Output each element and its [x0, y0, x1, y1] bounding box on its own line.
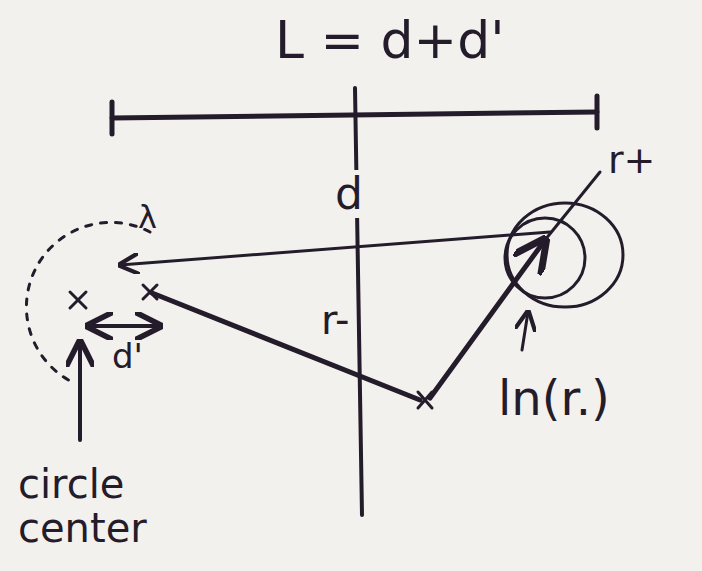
center-cross	[70, 292, 86, 308]
inner-circle	[505, 218, 585, 298]
offset-arrow	[88, 324, 160, 328]
sketch-label: λ	[138, 200, 157, 235]
dimension-tick	[110, 102, 115, 134]
sketch-label: ln(r.)	[498, 372, 610, 425]
r-minus-line	[152, 293, 420, 400]
dimension-tick	[595, 96, 600, 128]
pointer-arrow	[522, 312, 528, 350]
sketch-label: r+	[608, 140, 655, 182]
sketch-label: L = d+d'	[275, 12, 504, 69]
image-circle	[26, 222, 150, 382]
sketch-label: d	[332, 170, 366, 218]
pointer-arrow	[78, 342, 82, 440]
mirror-line	[355, 88, 362, 515]
sketch-label: circle center	[18, 462, 198, 550]
distance-arrow	[120, 232, 550, 265]
sketch-label: d'	[112, 338, 143, 375]
sketch-label: r-	[318, 298, 352, 342]
